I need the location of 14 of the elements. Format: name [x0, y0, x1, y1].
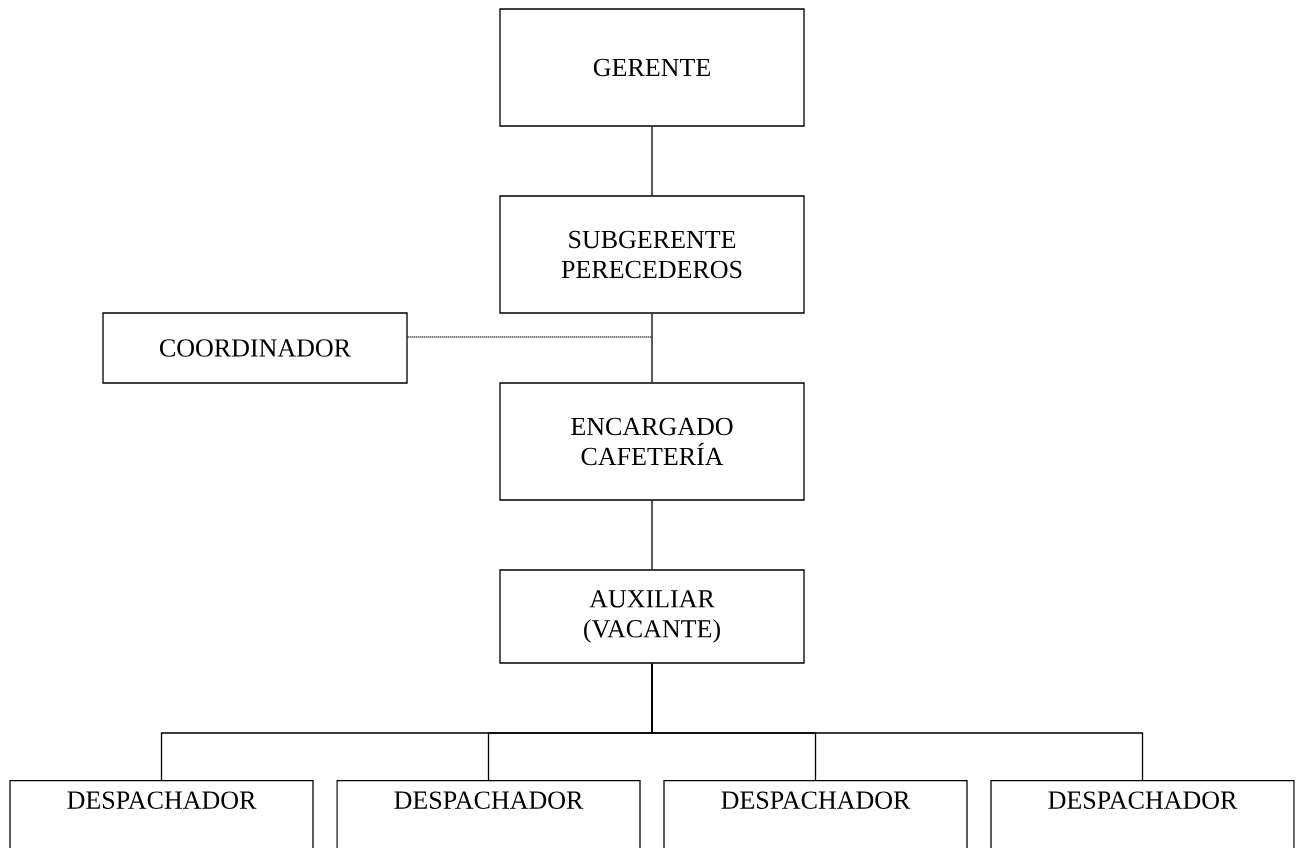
connector-line — [651, 313, 653, 383]
connector-line — [651, 126, 653, 196]
org-box: AUXILIAR (VACANTE) — [499, 569, 805, 664]
org-box: ENCARGADO CAFETERÍA — [499, 382, 805, 501]
org-box: DESPACHADOR — [990, 780, 1295, 848]
dotted-line — [407, 336, 653, 338]
org-box: SUBGERENTE PERECEDEROS — [499, 195, 805, 314]
org-box: DESPACHADOR — [9, 780, 314, 848]
org-box: DESPACHADOR — [663, 780, 968, 848]
org-box: COORDINADOR — [102, 312, 408, 384]
org-box: GERENTE — [499, 8, 805, 127]
connector-line — [651, 663, 1144, 781]
connector-line — [651, 500, 653, 570]
org-box: DESPACHADOR — [336, 780, 641, 848]
